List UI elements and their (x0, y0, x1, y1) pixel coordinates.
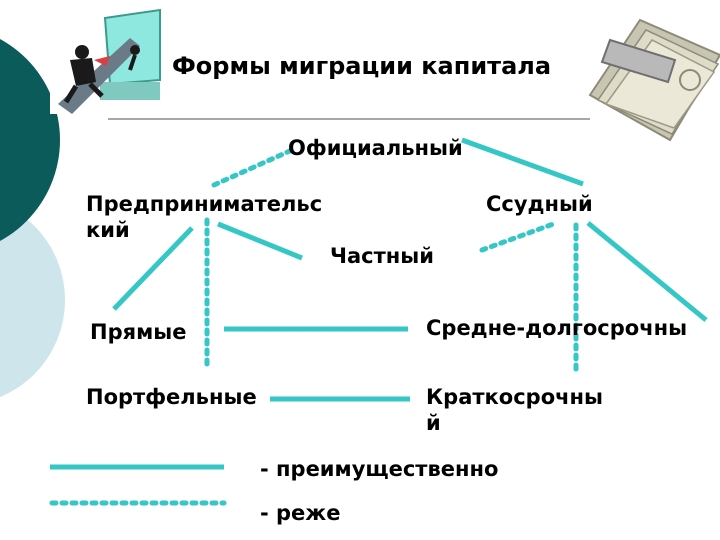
link-private-loan (479, 220, 559, 253)
link-official-entrepreneurial (211, 147, 295, 188)
node-loan: Ссудный (486, 192, 593, 216)
link-entrepreneurial-direct (112, 226, 194, 311)
node-entrepreneurial: Предпринимательс кий (86, 192, 323, 242)
link-loan-medium-long (586, 221, 708, 322)
money-stack-clipart (588, 18, 720, 142)
node-portfolio: Портфельные (86, 385, 257, 409)
legend-dotted-label: - реже (260, 501, 341, 525)
diagram-title: Формы миграции капитала (172, 52, 552, 80)
legend-solid-label: - преимущественно (260, 457, 499, 481)
node-official: Официальный (288, 136, 463, 160)
link-official-loan (461, 137, 584, 187)
node-direct: Прямые (90, 320, 187, 344)
node-private: Частный (330, 244, 434, 268)
background-circles (0, 39, 65, 398)
link-entrepreneurial-private (217, 221, 303, 261)
node-short: Краткосрочны й (426, 385, 604, 435)
businessman-computer-clipart (50, 8, 170, 114)
node-medium-long: Средне-долгосрочны (426, 316, 688, 340)
